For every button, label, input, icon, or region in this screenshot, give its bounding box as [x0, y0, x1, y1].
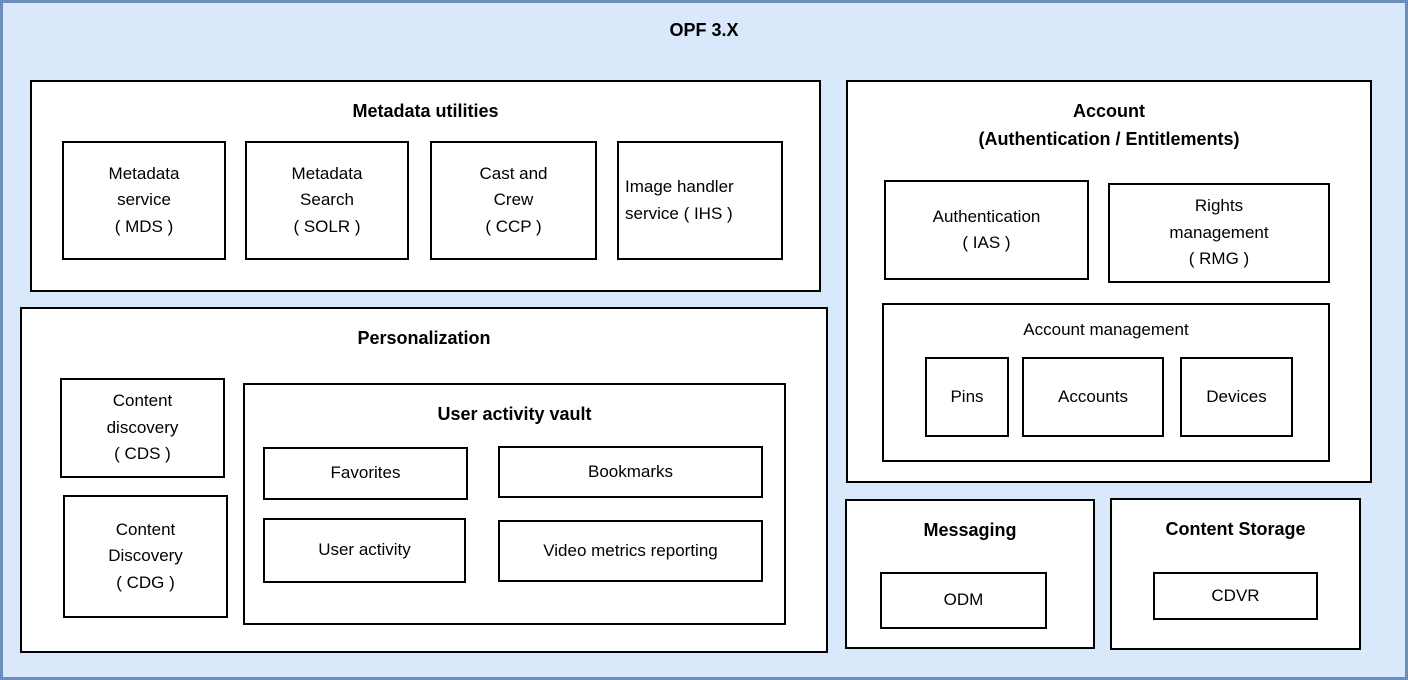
node-video-metrics-reporting: Video metrics reporting — [498, 520, 763, 582]
node-bookmarks: Bookmarks — [498, 446, 763, 498]
section-account-management: Account management Pins Accounts Devices — [882, 303, 1330, 462]
user-activity-vault-title: User activity vault — [437, 404, 592, 424]
node-accounts: Accounts — [1022, 357, 1164, 437]
node-authentication-ias: Authentication ( IAS ) — [884, 180, 1089, 280]
section-content-storage: Content Storage CDVR — [1110, 498, 1361, 650]
node-rights-management-rmg: Rights management ( RMG ) — [1108, 183, 1330, 283]
node-content-discovery-cds: Content discovery ( CDS ) — [60, 378, 225, 478]
diagram-title: OPF 3.X — [669, 20, 739, 40]
node-cdvr: CDVR — [1153, 572, 1318, 620]
personalization-title: Personalization — [357, 328, 491, 348]
section-messaging: Messaging ODM — [845, 499, 1095, 649]
account-management-title: Account management — [1023, 320, 1189, 339]
section-user-activity-vault: User activity vault Favorites Bookmarks … — [243, 383, 786, 625]
section-account: Account (Authentication / Entitlements) … — [846, 80, 1372, 483]
node-devices: Devices — [1180, 357, 1293, 437]
node-odm: ODM — [880, 572, 1047, 629]
account-title: Account (Authentication / Entitlements) — [978, 101, 1240, 149]
content-storage-title: Content Storage — [1165, 519, 1306, 539]
node-metadata-search-solr: Metadata Search ( SOLR ) — [245, 141, 409, 260]
node-pins: Pins — [925, 357, 1009, 437]
node-cast-and-crew-ccp: Cast and Crew ( CCP ) — [430, 141, 597, 260]
node-image-handler-service-ihs: Image handler service ( IHS ) — [617, 141, 783, 260]
section-metadata-utilities: Metadata utilities Metadata service ( MD… — [30, 80, 821, 292]
node-user-activity: User activity — [263, 518, 466, 583]
node-favorites: Favorites — [263, 447, 468, 500]
section-personalization: Personalization Content discovery ( CDS … — [20, 307, 828, 653]
messaging-title: Messaging — [923, 520, 1017, 540]
node-metadata-service-mds: Metadata service ( MDS ) — [62, 141, 226, 260]
node-content-discovery-cdg: Content Discovery ( CDG ) — [63, 495, 228, 618]
metadata-utilities-title: Metadata utilities — [352, 101, 499, 121]
